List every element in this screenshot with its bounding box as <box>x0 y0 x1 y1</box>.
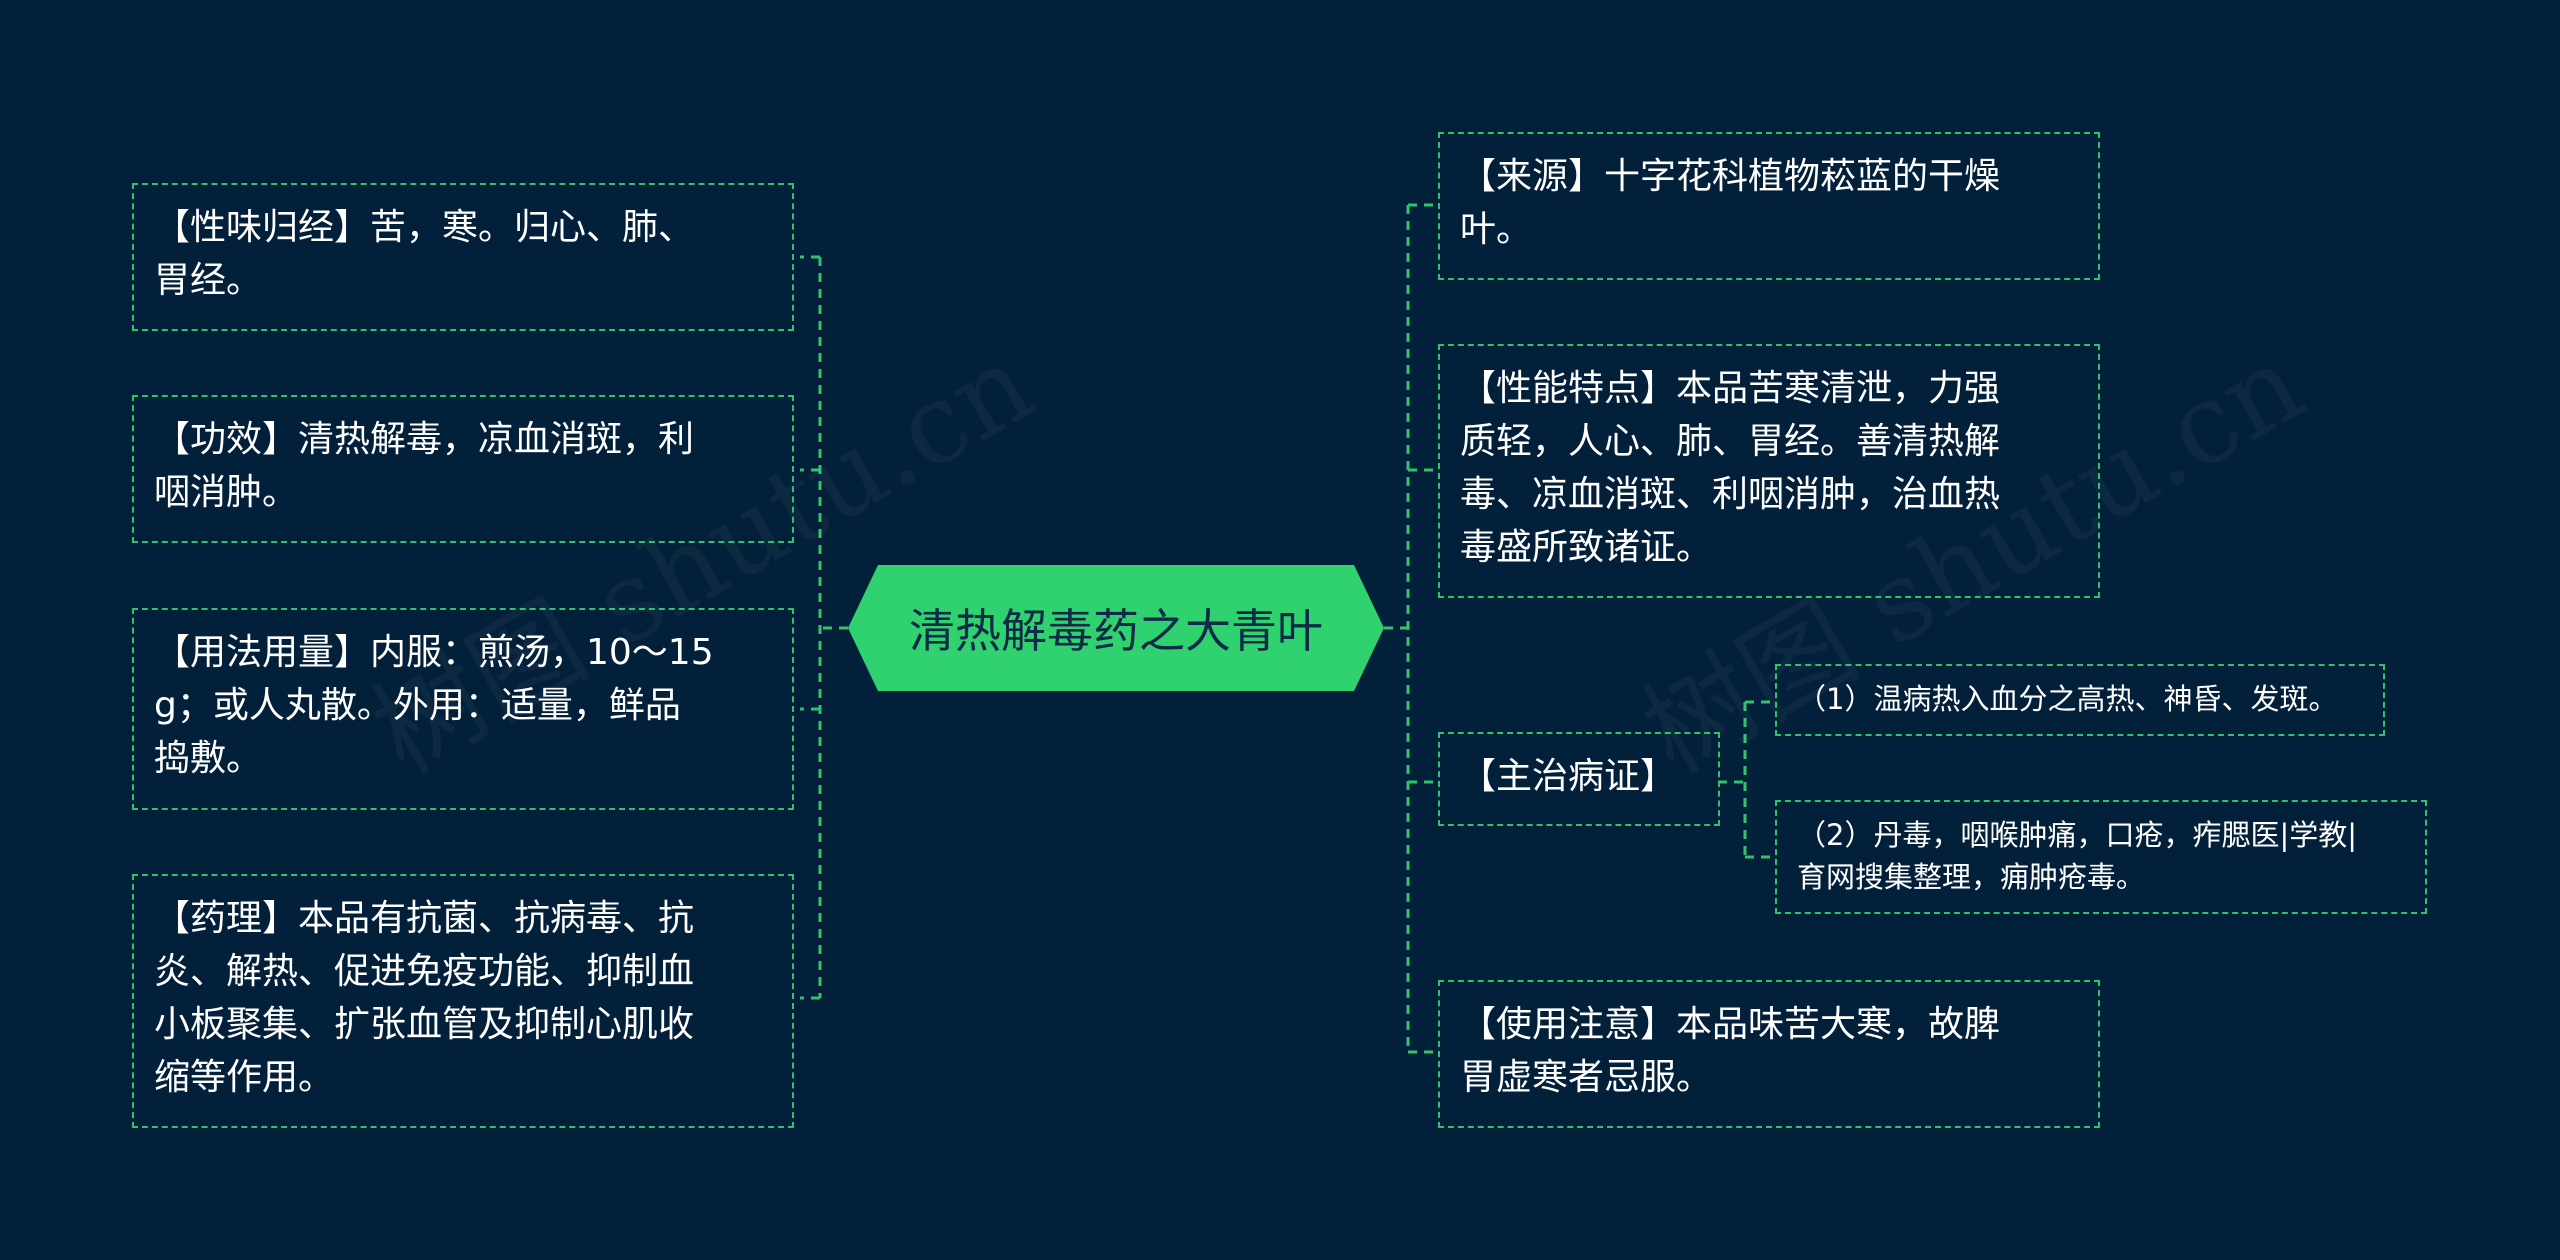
node-shiyong-zhuyi[interactable]: 【使用注意】本品味苦大寒，故脾 胃虚寒者忌服。 <box>1438 980 2100 1128</box>
root-node[interactable]: 清热解毒药之大青叶 <box>848 565 1384 691</box>
node-zhuzhi-item-1[interactable]: （1）温病热入血分之高热、神昏、发斑。 <box>1775 664 2385 736</box>
node-yaoli[interactable]: 【药理】本品有抗菌、抗病毒、抗 炎、解热、促进免疫功能、抑制血 小板聚集、扩张血… <box>132 874 794 1128</box>
node-laiyuan[interactable]: 【来源】十字花科植物菘蓝的干燥 叶。 <box>1438 132 2100 280</box>
node-xingneng-tedian[interactable]: 【性能特点】本品苦寒清泄，力强 质轻，人心、肺、胃经。善清热解 毒、凉血消斑、利… <box>1438 344 2100 598</box>
node-yongfa-yongliang[interactable]: 【用法用量】内服：煎汤，10～15 g；或人丸散。外用：适量，鲜品 捣敷。 <box>132 608 794 810</box>
node-zhuzhi-bingzheng[interactable]: 【主治病证】 <box>1438 732 1720 826</box>
node-xingwei-guijing[interactable]: 【性味归经】苦，寒。归心、肺、 胃经。 <box>132 183 794 331</box>
node-gongxiao[interactable]: 【功效】清热解毒，凉血消斑，利 咽消肿。 <box>132 395 794 543</box>
node-zhuzhi-item-2[interactable]: （2）丹毒，咽喉肿痛，口疮，痄腮医|学教| 育网搜集整理，痈肿疮毒。 <box>1775 800 2427 914</box>
